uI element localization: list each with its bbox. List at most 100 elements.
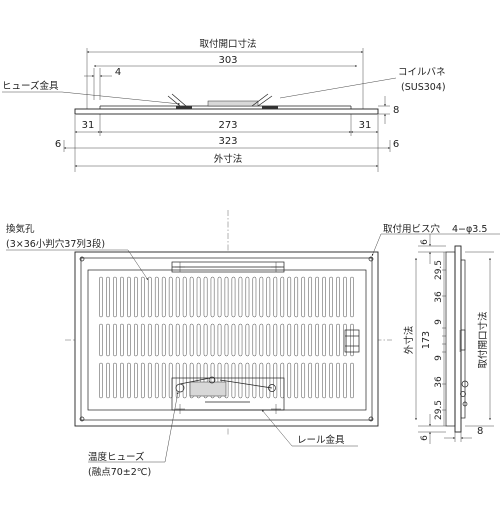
- vent-slot: [245, 362, 250, 399]
- vent-slot: [168, 276, 173, 318]
- dim-6-side-top: 6: [420, 239, 430, 245]
- vent-slot: [106, 276, 110, 318]
- vent-slot: [182, 362, 187, 399]
- vent-slot: [301, 323, 306, 357]
- vent-slot: [238, 276, 243, 318]
- dim-29-5-top: 29.5: [434, 260, 444, 280]
- vent-slot: [287, 323, 292, 357]
- vent-slot: [252, 323, 257, 357]
- vent-slot: [259, 362, 264, 399]
- vent-slot: [322, 362, 326, 399]
- dim-173: 173: [421, 331, 432, 349]
- temp-fuse-label: 温度ヒューズ: [88, 451, 145, 463]
- vent-slot: [350, 323, 354, 357]
- vent-slot: [196, 323, 201, 357]
- vent-slot: [350, 362, 354, 399]
- vent-slot: [99, 323, 103, 357]
- side-view: 外寸法 6 6 29.5 36 9 173 9 36 29.5 取付開口寸法 8: [403, 234, 494, 444]
- vent-slot: [154, 276, 159, 318]
- vent-slot: [196, 276, 201, 318]
- vent-slot: [161, 362, 166, 399]
- dim-9-bottom: 9: [434, 355, 444, 361]
- dim-31-left: 31: [82, 120, 95, 131]
- vent-slot: [224, 276, 229, 318]
- dim-29-5-bottom: 29.5: [434, 400, 444, 420]
- vent-slot: [231, 362, 236, 399]
- vent-slot: [210, 276, 215, 318]
- vent-slot: [127, 323, 131, 357]
- vent-slot: [113, 276, 117, 318]
- vent-slot: [127, 276, 131, 318]
- outer-dim-label: 外寸法: [214, 153, 243, 165]
- vent-slot: [245, 323, 250, 357]
- dim-36-top: 36: [434, 291, 444, 303]
- vent-slot: [350, 276, 354, 318]
- vent-slot: [329, 276, 333, 318]
- dim-273: 273: [218, 120, 237, 131]
- vent-slot: [280, 362, 285, 399]
- vent-slot: [329, 362, 333, 399]
- vent-slot: [308, 276, 312, 318]
- vent-slot: [266, 323, 271, 357]
- opening-side-label: 取付開口寸法: [477, 311, 489, 368]
- vent-slot: [217, 276, 222, 318]
- opening-dim-label: 取付開口寸法: [199, 38, 256, 50]
- vent-slot: [141, 323, 145, 357]
- vent-slot: [175, 323, 180, 357]
- vent-slot: [273, 323, 278, 357]
- front-view: 換気孔 (3×36小判穴37列3段) 取付用ビス穴 4−φ3.5 レール金具 温…: [6, 210, 500, 478]
- vent-spec-label: (3×36小判穴37列3段): [6, 238, 105, 250]
- vent-slot: [315, 362, 319, 399]
- dim-6-left: 6: [55, 139, 61, 150]
- vent-slot: [308, 323, 312, 357]
- vent-slot: [252, 276, 257, 318]
- vent-slot: [161, 323, 166, 357]
- vent-slot: [127, 362, 131, 399]
- vent-slot: [134, 276, 138, 318]
- outer-side-label: 外寸法: [403, 326, 415, 355]
- vent-slot: [134, 362, 138, 399]
- vent-slot: [322, 323, 326, 357]
- vent-slot: [294, 276, 299, 318]
- vent-slot: [99, 276, 103, 318]
- vent-slot: [343, 362, 347, 399]
- vent-slot: [252, 362, 257, 399]
- dim-323: 323: [218, 136, 237, 147]
- vent-slot: [301, 276, 306, 318]
- vent-slot: [106, 362, 110, 399]
- vent-slot: [273, 276, 278, 318]
- vent-slot: [154, 323, 159, 357]
- dim-8-side: 8: [477, 426, 483, 437]
- vent-slot: [175, 362, 180, 399]
- vent-slot: [224, 323, 229, 357]
- screw-spec-label: 4−φ3.5: [452, 224, 487, 235]
- vent-slot: [113, 323, 117, 357]
- vent-slot: [182, 323, 187, 357]
- vent-slot: [99, 362, 103, 399]
- screw-hole-label: 取付用ビス穴: [383, 223, 441, 235]
- coil-spring-label: コイルバネ: [398, 67, 446, 78]
- vent-slot: [141, 362, 145, 399]
- vent-slot: [343, 276, 347, 318]
- vent-hole-label: 換気孔: [6, 223, 35, 235]
- vent-slot: [336, 276, 340, 318]
- vent-slot: [113, 362, 117, 399]
- dim-31-right: 31: [359, 120, 372, 131]
- vent-slot: [308, 362, 312, 399]
- vent-slot: [287, 362, 292, 399]
- vent-slot: [273, 362, 278, 399]
- vent-slot: [168, 323, 173, 357]
- vent-slot: [189, 276, 194, 318]
- vent-slot: [147, 276, 152, 318]
- vent-slot: [182, 276, 187, 318]
- vent-slot: [238, 323, 243, 357]
- vent-slot: [189, 323, 194, 357]
- dim-6-right: 6: [393, 139, 399, 150]
- dim-4: 4: [115, 67, 121, 78]
- dim-6-side-bottom: 6: [420, 435, 430, 441]
- vent-slot: [245, 276, 250, 318]
- vent-slot: [231, 323, 236, 357]
- vent-slot: [147, 323, 152, 357]
- dim-9-top: 9: [434, 319, 444, 325]
